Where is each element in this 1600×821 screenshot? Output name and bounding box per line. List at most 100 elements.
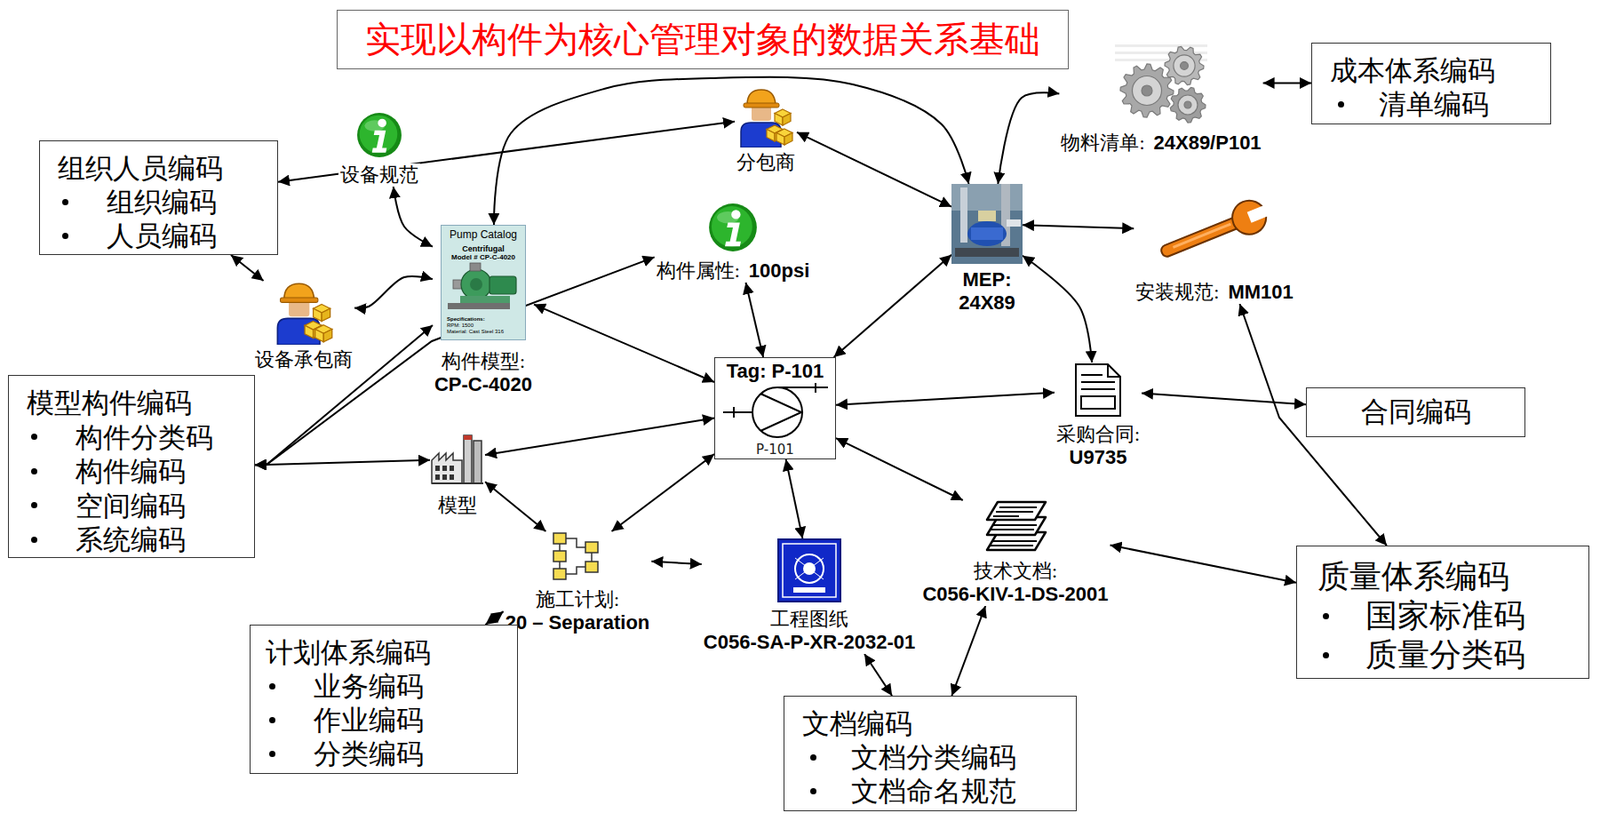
rect-part	[449, 474, 454, 480]
circle-part	[752, 387, 803, 438]
path-part	[782, 113, 791, 127]
title-box: 实现以构件为核心管理对象的数据关系基础	[336, 9, 1069, 70]
catalog-text: Specifications:	[446, 316, 486, 323]
bullet-dot	[31, 468, 38, 475]
caption-text: 物料清单:	[1058, 131, 1147, 155]
path-part	[1170, 87, 1206, 123]
caption-text: 采购合同:	[1054, 422, 1142, 446]
connector	[1110, 544, 1297, 582]
path-part	[987, 501, 1046, 520]
svg-part	[1074, 362, 1123, 418]
path-part	[313, 308, 323, 321]
bullet-text: 质量分类码	[1365, 636, 1526, 673]
g-part	[435, 465, 454, 480]
catalog-text: Pump Catalog	[449, 229, 518, 241]
circle-part	[1226, 199, 1271, 239]
caption-text: 构件属性:	[654, 259, 742, 283]
catalog-text: Material: Cast Steel 316	[446, 328, 504, 335]
connector	[796, 132, 952, 207]
caption-text: 构件模型:	[432, 350, 534, 374]
bullet-dot	[269, 750, 276, 757]
rect-part	[460, 295, 510, 303]
connector	[254, 325, 433, 465]
bullet-item: 分类编码	[250, 736, 518, 771]
path-part	[760, 393, 802, 431]
connector	[951, 605, 986, 696]
caption-text: 分包商	[734, 151, 797, 175]
connector	[1263, 81, 1312, 84]
path-part	[304, 325, 314, 338]
bullet-item: 质量分类码	[1297, 635, 1589, 675]
connector	[745, 282, 764, 358]
g-part	[1081, 374, 1115, 390]
box-heading: 组织人员编码	[57, 151, 223, 184]
rect-part	[435, 474, 440, 480]
wrench-icon	[1152, 199, 1277, 263]
bullet-item: 构件分类码	[8, 420, 255, 455]
g-part	[553, 533, 598, 580]
connector	[1141, 392, 1306, 405]
connector	[354, 276, 433, 309]
bullet-text: 文档分类编码	[851, 740, 1017, 773]
svg-part	[777, 538, 842, 603]
circle-part	[795, 554, 824, 583]
connector	[786, 459, 804, 539]
bullet-item: 系统编码	[8, 522, 255, 558]
path-part	[766, 129, 775, 143]
worker-node: 分包商	[734, 87, 797, 175]
connector	[864, 653, 892, 696]
box-heading: 质量体系编码	[1317, 557, 1510, 595]
rect-part	[442, 465, 447, 471]
rect-part	[463, 435, 472, 440]
caption-text: 设备规范	[338, 163, 421, 187]
caption: 设备规范	[338, 163, 421, 187]
caption-text: 施工计划:	[503, 588, 653, 612]
line-part	[1081, 388, 1115, 391]
connector	[485, 481, 546, 532]
rect-part	[585, 541, 598, 553]
circle-part	[359, 115, 399, 154]
code-label: CP-C-4020	[432, 373, 534, 397]
svg-part	[708, 202, 758, 253]
connector	[997, 92, 1059, 184]
circle-part	[1173, 55, 1195, 77]
info-node: 设备规范	[338, 111, 421, 187]
rect-part	[793, 587, 826, 593]
svg-part	[951, 183, 1023, 264]
circle-part	[711, 206, 753, 247]
caption-text: 技术文档:	[920, 559, 1110, 583]
rect-part	[280, 297, 319, 303]
bullet-text: 业务编码	[313, 669, 424, 702]
bullet-dot	[810, 754, 817, 761]
path-part	[1075, 364, 1121, 416]
circle-part	[731, 209, 741, 219]
tag-heading: Tag: P-101	[715, 359, 836, 383]
g-part	[988, 541, 1037, 546]
line-part	[988, 544, 1034, 547]
rect-part	[553, 568, 566, 580]
bullet-text: 系统编码	[75, 523, 186, 556]
caption: MEP:24X89	[951, 268, 1023, 315]
bullet-text: 空间编码	[75, 489, 186, 522]
doc-node: 采购合同:U9735	[1054, 362, 1142, 470]
circle-part	[708, 203, 757, 252]
rect-part	[955, 247, 1019, 257]
svg-part	[356, 111, 403, 159]
bullet-item: 空间编码	[8, 488, 255, 524]
stack-icon	[983, 500, 1048, 552]
code-box: 计划体系编码业务编码作业编码分类编码	[249, 624, 518, 774]
circle-part	[357, 112, 402, 158]
caption: 安装规范:MM101	[1133, 280, 1295, 304]
bullet-item: 文档分类编码	[784, 740, 1076, 774]
box-heading-row: 文档编码	[784, 706, 1076, 741]
code-label: MEP:	[951, 268, 1023, 292]
pump-symbol	[715, 382, 836, 442]
rect-part	[978, 210, 996, 222]
catalog-text: RPM: 1500	[446, 322, 474, 329]
path-part	[784, 133, 793, 146]
line-part	[732, 406, 735, 418]
rect-part	[951, 183, 1023, 264]
bullet-dot	[1337, 101, 1345, 108]
circle-part	[1180, 62, 1189, 71]
photo-node: MEP:24X89	[951, 183, 1023, 315]
